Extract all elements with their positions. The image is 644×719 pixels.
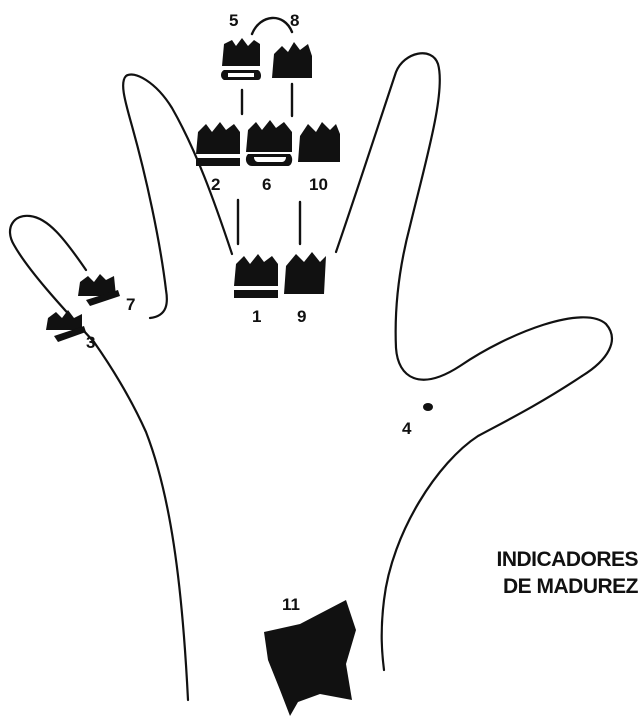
sesamoid-4 xyxy=(423,403,433,411)
epiphysis-6 xyxy=(245,120,293,166)
epiphysis-10 xyxy=(298,122,340,162)
label-2: 2 xyxy=(211,175,220,194)
epiphysis-2 xyxy=(196,122,240,166)
label-8: 8 xyxy=(290,11,299,30)
connector-lines xyxy=(236,16,302,246)
epiphysis-5 xyxy=(221,38,261,80)
little-finger-outline xyxy=(8,214,96,344)
index-finger-outline xyxy=(334,52,613,381)
label-7: 7 xyxy=(126,295,135,314)
epiphysis-8 xyxy=(272,42,312,78)
label-10: 10 xyxy=(309,175,328,194)
label-11: 11 xyxy=(282,595,300,614)
left-palm-outline xyxy=(92,340,190,702)
epiphysis-1 xyxy=(234,254,278,298)
caption-line-1: INDICADORES xyxy=(496,548,638,571)
label-5: 5 xyxy=(229,11,238,30)
epiphysis-3 xyxy=(46,310,86,342)
epiphysis-9 xyxy=(284,252,326,294)
number-labels: 5 8 2 6 10 1 9 7 3 4 11 xyxy=(86,11,412,614)
hand-outline xyxy=(8,52,613,702)
epiphysis-shapes xyxy=(46,38,433,716)
ring-finger-outline xyxy=(122,73,234,320)
label-1: 1 xyxy=(252,307,261,326)
label-9: 9 xyxy=(297,307,306,326)
label-4: 4 xyxy=(402,419,412,438)
thumb-palm-outline xyxy=(380,374,584,672)
arc-5-8 xyxy=(250,16,294,36)
label-3: 3 xyxy=(86,333,95,352)
diagram-caption: INDICADORES DE MADUREZ xyxy=(438,546,638,600)
label-6: 6 xyxy=(262,175,271,194)
epiphysis-7 xyxy=(78,274,120,306)
caption-line-2: DE MADUREZ xyxy=(503,575,639,598)
epiphysis-11 xyxy=(264,600,356,716)
